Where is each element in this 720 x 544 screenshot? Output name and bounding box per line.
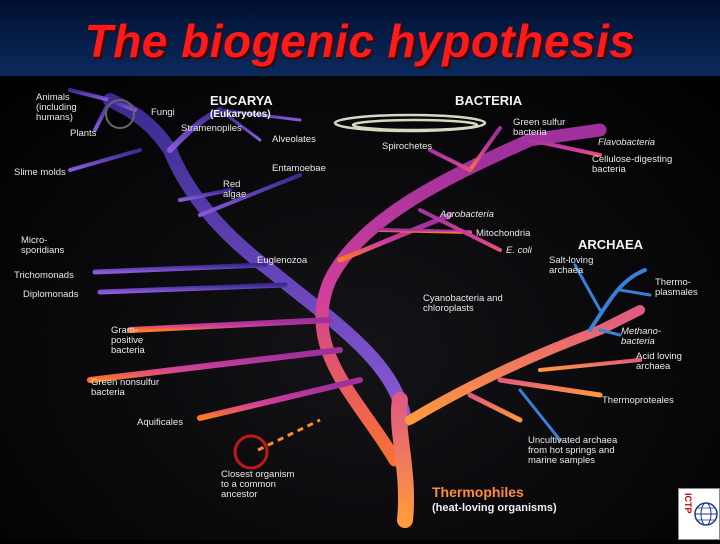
label-animals: Animals (including humans) — [36, 92, 77, 123]
eucarya-subheader: (Eukaryotes) — [210, 109, 271, 120]
label-cellulose: Cellulose-digesting bacteria — [592, 154, 673, 175]
label-cyanobacteria: Cyanobacteria and chloroplasts — [423, 293, 503, 314]
label-gram-positive: Gram- positive bacteria — [111, 325, 145, 356]
label-trichomonads: Trichomonads — [14, 270, 74, 281]
label-flavobacteria: Flavobacteria — [598, 137, 656, 148]
title-bar: The biogenic hypothesis — [0, 0, 720, 76]
bacteria-branch — [87, 123, 607, 467]
ictp-logo: ICTP — [678, 488, 720, 540]
bacteria-header: BACTERIA — [455, 93, 523, 108]
label-aquificales: Aquificales — [137, 417, 183, 428]
tree-diagram: EUCARYA (Eukaryotes) BACTERIA ARCHAEA Th… — [0, 76, 720, 540]
label-e-coli: E. coli — [506, 245, 532, 256]
label-acid-loving: Acid loving archaea — [636, 351, 682, 372]
spirochete-shape — [333, 113, 487, 133]
logo-letters: ICTP — [683, 493, 693, 514]
label-uncultivated: Uncultivated archaea from hot springs an… — [528, 435, 618, 466]
thermophiles-header: Thermophiles — [432, 484, 524, 500]
thermophiles-subheader: (heat-loving organisms) — [432, 502, 557, 514]
label-thermoplasmales: Thermo- plasmales — [655, 277, 698, 298]
label-fungi: Fungi — [151, 107, 175, 118]
tree-of-life-svg — [68, 88, 652, 528]
label-euglenozoa: Euglenozoa — [257, 255, 308, 266]
slide-title: The biogenic hypothesis — [84, 15, 636, 67]
label-alveolates: Alveolates — [272, 134, 316, 145]
ictp-globe-icon — [694, 502, 718, 526]
label-agrobacteria: Agrobacteria — [440, 209, 494, 220]
ancestor-circle-mark — [233, 434, 269, 470]
label-microsporidians: Micro- sporidians — [21, 235, 65, 256]
label-diplomonads: Diplomonads — [23, 289, 79, 300]
label-closest-organism: Closest organism to a common ancestor — [221, 469, 295, 500]
label-salt-loving: Salt-loving archaea — [549, 255, 594, 276]
eucarya-header: EUCARYA — [210, 93, 273, 108]
label-thermoproteales: Thermoproteales — [602, 395, 674, 406]
label-spirochetes: Spirochetes — [382, 141, 433, 152]
label-green-nonsulfur: Green nonsulfur bacteria — [91, 377, 160, 398]
label-slime-molds: Slime molds — [14, 167, 66, 178]
label-plants: Plants — [70, 128, 97, 139]
label-stramenopiles: Stramenopiles — [181, 123, 242, 134]
label-red-algae: Red algae — [223, 179, 247, 200]
label-mitochondria: Mitochondria — [476, 228, 531, 239]
label-green-sulfur: Green sulfur bacteria — [513, 117, 566, 138]
animal-circle-mark — [105, 99, 135, 129]
label-methanobacteria: Methano- bacteria — [621, 326, 662, 347]
archaea-branch — [518, 263, 652, 442]
archaea-header: ARCHAEA — [578, 237, 643, 252]
trunk — [390, 305, 645, 528]
label-entamoebae: Entamoebae — [272, 163, 326, 174]
ancestor-dash — [257, 418, 321, 452]
